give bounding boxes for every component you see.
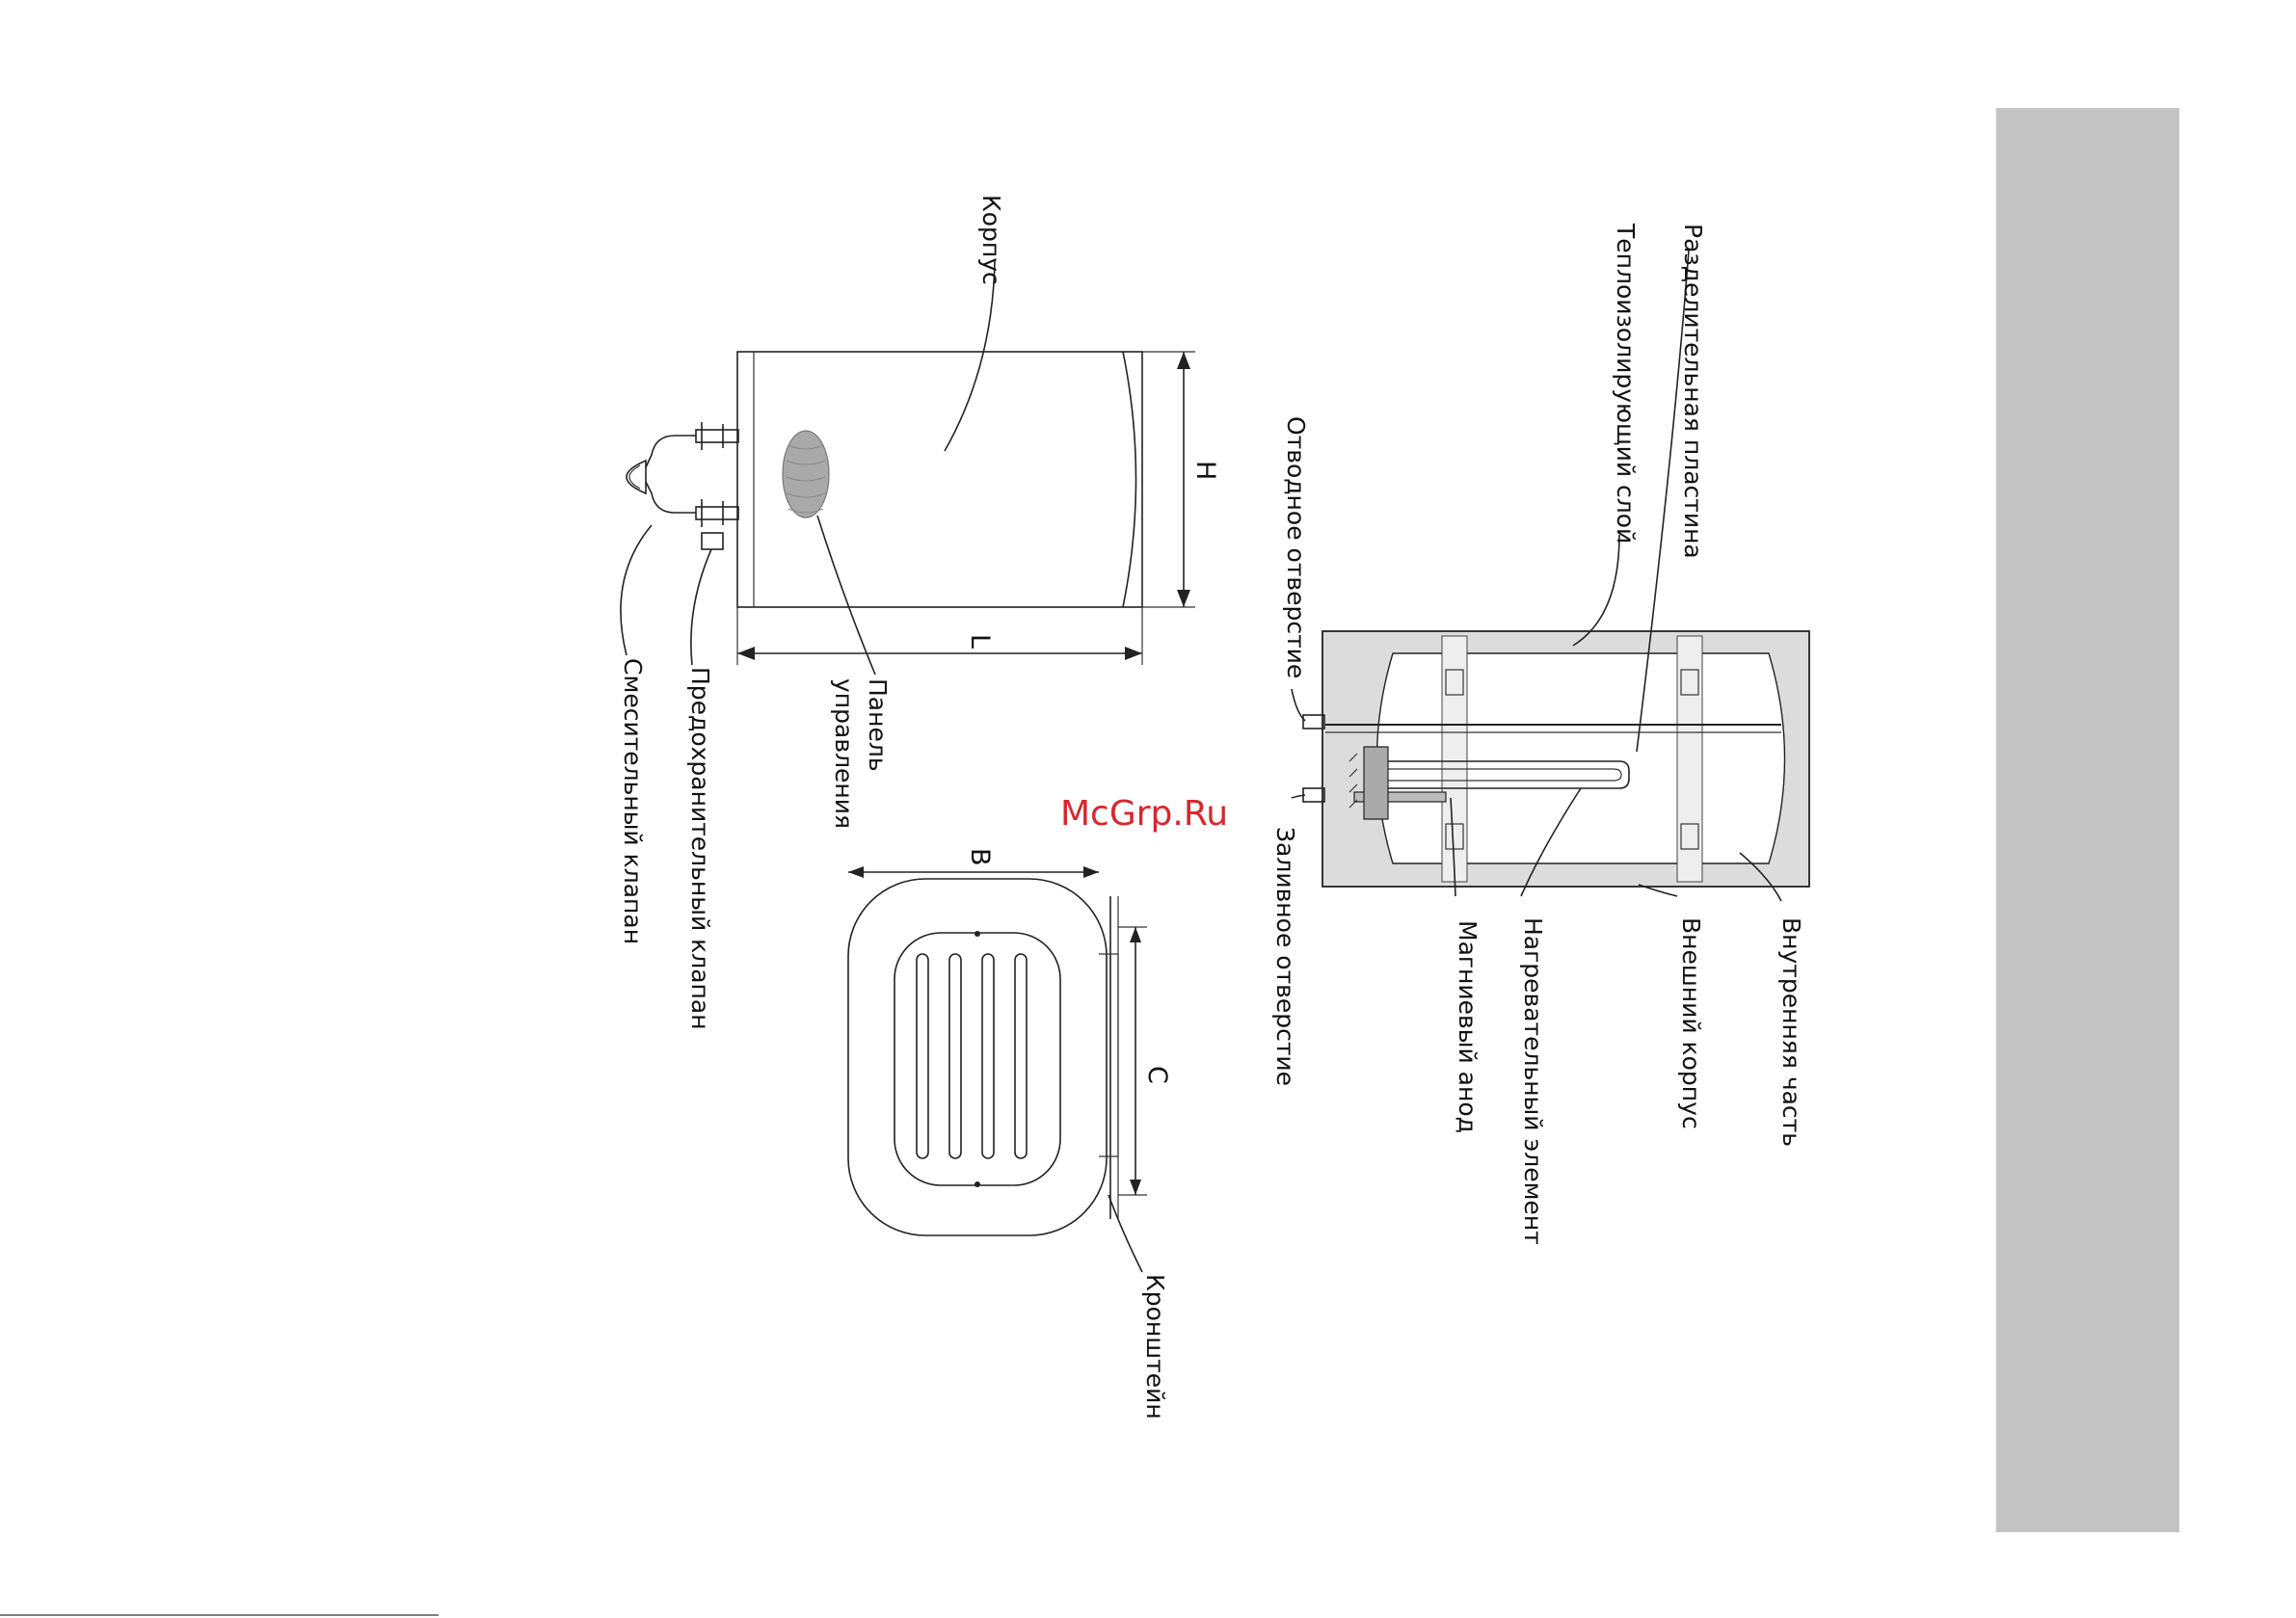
cutaway-view: Разделительная пластина Теплоизолирующий… [1271, 223, 1809, 1245]
control-panel-label-line2: управления [830, 678, 858, 829]
rib-3 [982, 954, 994, 1158]
watermark: McGrp.Ru [1060, 794, 1228, 834]
exterior-view: Корпус Панель управления Предохранительн… [619, 195, 1220, 1030]
width-b-label: B [965, 848, 995, 866]
bracket-spacing-c-dimension [1118, 927, 1147, 1195]
insulation-leader-line [1573, 535, 1619, 646]
insulation-layer-label: Теплоизолирующий слой [1612, 223, 1640, 544]
safety-valve-leader-line [691, 549, 711, 665]
heating-element-label: Нагревательный элемент [1519, 917, 1547, 1245]
width-b-dimension [848, 866, 1099, 878]
height-dimension [1142, 352, 1195, 607]
mixing-valve-label: Смесительный клапан [619, 658, 647, 944]
magnesium-anode-label: Магниевый анод [1454, 920, 1482, 1133]
pipes [1303, 715, 1324, 802]
control-panel-label-line1: Панель [864, 678, 892, 772]
rib-2 [949, 954, 961, 1158]
bracket-label: Кронштейн [1141, 1274, 1169, 1419]
outlet-label: Отводное отверстие [1282, 416, 1310, 678]
height-dimension-label: H [1190, 461, 1220, 480]
separator-plate-label: Разделительная пластина [1679, 224, 1707, 559]
body-label: Корпус [977, 195, 1005, 285]
bracket-spacing-c-label: C [1142, 1066, 1172, 1084]
mixing-valve-leader-line [621, 525, 652, 655]
inner-tank [1377, 653, 1785, 863]
end-inner-panel [894, 933, 1060, 1185]
inner-part-label: Внутренняя часть [1777, 917, 1805, 1147]
end-view: B C Кронштейн [848, 848, 1172, 1419]
outer-casing-label: Внешний корпус [1677, 917, 1705, 1129]
panel-leader-line [817, 516, 875, 675]
safety-valve-label: Предохранительный клапан [686, 667, 714, 1030]
rib-1 [917, 954, 928, 1158]
inlet-label: Заливное отверстие [1271, 827, 1299, 1086]
body-leader-line [945, 260, 995, 451]
rib-4 [1015, 954, 1027, 1158]
valve-assembly [627, 422, 738, 549]
length-dimension [737, 607, 1142, 665]
length-dimension-label: L [965, 634, 995, 649]
control-panel [783, 431, 829, 517]
